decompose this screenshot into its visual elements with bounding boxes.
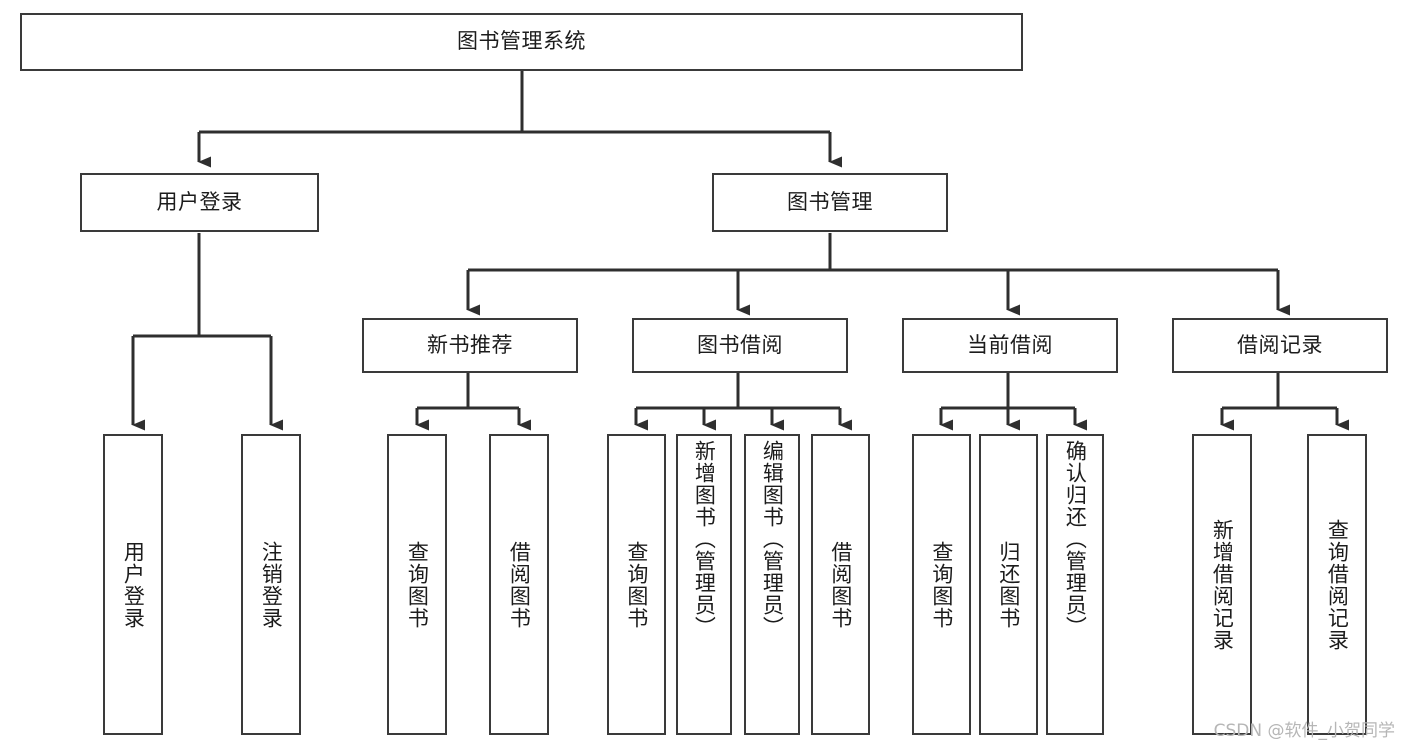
- node-leaf-query-book-1[interactable]: 查询图书: [387, 434, 447, 735]
- node-leaf-confirm-return[interactable]: 确认归还（管理员）: [1046, 434, 1104, 735]
- node-leaf-query-book-1-label: 查询图书: [405, 540, 430, 629]
- node-current-borrow-label: 当前借阅: [967, 332, 1053, 357]
- node-leaf-user-logout-label: 注销登录: [259, 540, 284, 629]
- node-leaf-user-login-label: 用户登录: [121, 540, 146, 629]
- node-leaf-add-book[interactable]: 新增图书（管理员）: [676, 434, 732, 735]
- node-leaf-return-book[interactable]: 归还图书: [979, 434, 1038, 735]
- node-new-book-recommend-label: 新书推荐: [427, 332, 513, 357]
- node-borrow-record-label: 借阅记录: [1237, 332, 1323, 357]
- node-book-borrow[interactable]: 图书借阅: [632, 318, 848, 373]
- node-root[interactable]: 图书管理系统: [20, 13, 1023, 71]
- node-leaf-confirm-return-label: 确认归还（管理员）: [1063, 440, 1088, 638]
- node-user-login[interactable]: 用户登录: [80, 173, 319, 232]
- node-leaf-user-login[interactable]: 用户登录: [103, 434, 163, 735]
- node-leaf-add-record[interactable]: 新增借阅记录: [1192, 434, 1252, 735]
- node-leaf-query-record[interactable]: 查询借阅记录: [1307, 434, 1367, 735]
- node-leaf-borrow-book-1[interactable]: 借阅图书: [489, 434, 549, 735]
- node-book-manage-label: 图书管理: [787, 189, 873, 214]
- node-user-login-label: 用户登录: [156, 189, 243, 214]
- node-borrow-record[interactable]: 借阅记录: [1172, 318, 1388, 373]
- node-leaf-return-book-label: 归还图书: [996, 540, 1021, 629]
- node-leaf-borrow-book-2[interactable]: 借阅图书: [811, 434, 870, 735]
- node-leaf-query-book-3[interactable]: 查询图书: [912, 434, 971, 735]
- node-book-borrow-label: 图书借阅: [697, 332, 783, 357]
- node-leaf-edit-book[interactable]: 编辑图书（管理员）: [744, 434, 800, 735]
- node-leaf-user-logout[interactable]: 注销登录: [241, 434, 301, 735]
- node-leaf-borrow-book-2-label: 借阅图书: [828, 540, 853, 629]
- node-leaf-query-book-3-label: 查询图书: [929, 540, 954, 629]
- node-leaf-add-book-label: 新增图书（管理员）: [692, 440, 717, 638]
- node-current-borrow[interactable]: 当前借阅: [902, 318, 1118, 373]
- node-new-book-recommend[interactable]: 新书推荐: [362, 318, 578, 373]
- node-root-label: 图书管理系统: [457, 29, 586, 54]
- node-leaf-borrow-book-1-label: 借阅图书: [507, 540, 532, 629]
- node-leaf-edit-book-label: 编辑图书（管理员）: [760, 440, 785, 638]
- node-book-manage[interactable]: 图书管理: [712, 173, 948, 232]
- node-leaf-query-record-label: 查询借阅记录: [1325, 518, 1350, 651]
- node-leaf-query-book-2-label: 查询图书: [624, 540, 649, 629]
- node-leaf-query-book-2[interactable]: 查询图书: [607, 434, 666, 735]
- node-leaf-add-record-label: 新增借阅记录: [1210, 518, 1235, 651]
